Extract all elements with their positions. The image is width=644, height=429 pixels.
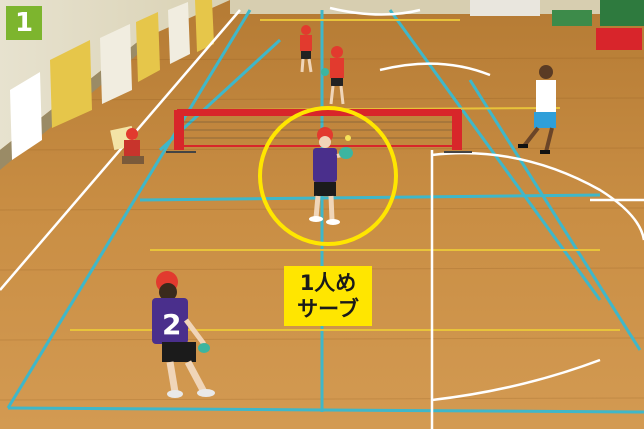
serving-player [309, 127, 353, 225]
callout-line-1: 1人め [299, 271, 357, 295]
highlight-circle [258, 106, 398, 246]
court-lines-white [0, 6, 644, 429]
adult-coach [518, 65, 556, 154]
left-wall [0, 0, 230, 150]
callout-line-2: サーブ [297, 297, 359, 321]
mat-green [552, 10, 592, 26]
far-wall [230, 0, 644, 14]
wall-panels [10, 0, 214, 160]
step-number-badge: 1 [6, 6, 42, 40]
mat-red [596, 28, 642, 50]
player-far-right [321, 46, 345, 105]
seated-child [110, 125, 144, 164]
serve-callout: 1人め サーブ [284, 266, 372, 326]
svg-text:2: 2 [162, 308, 181, 341]
near-player: 2 [152, 271, 215, 398]
player-far-left [300, 25, 313, 73]
